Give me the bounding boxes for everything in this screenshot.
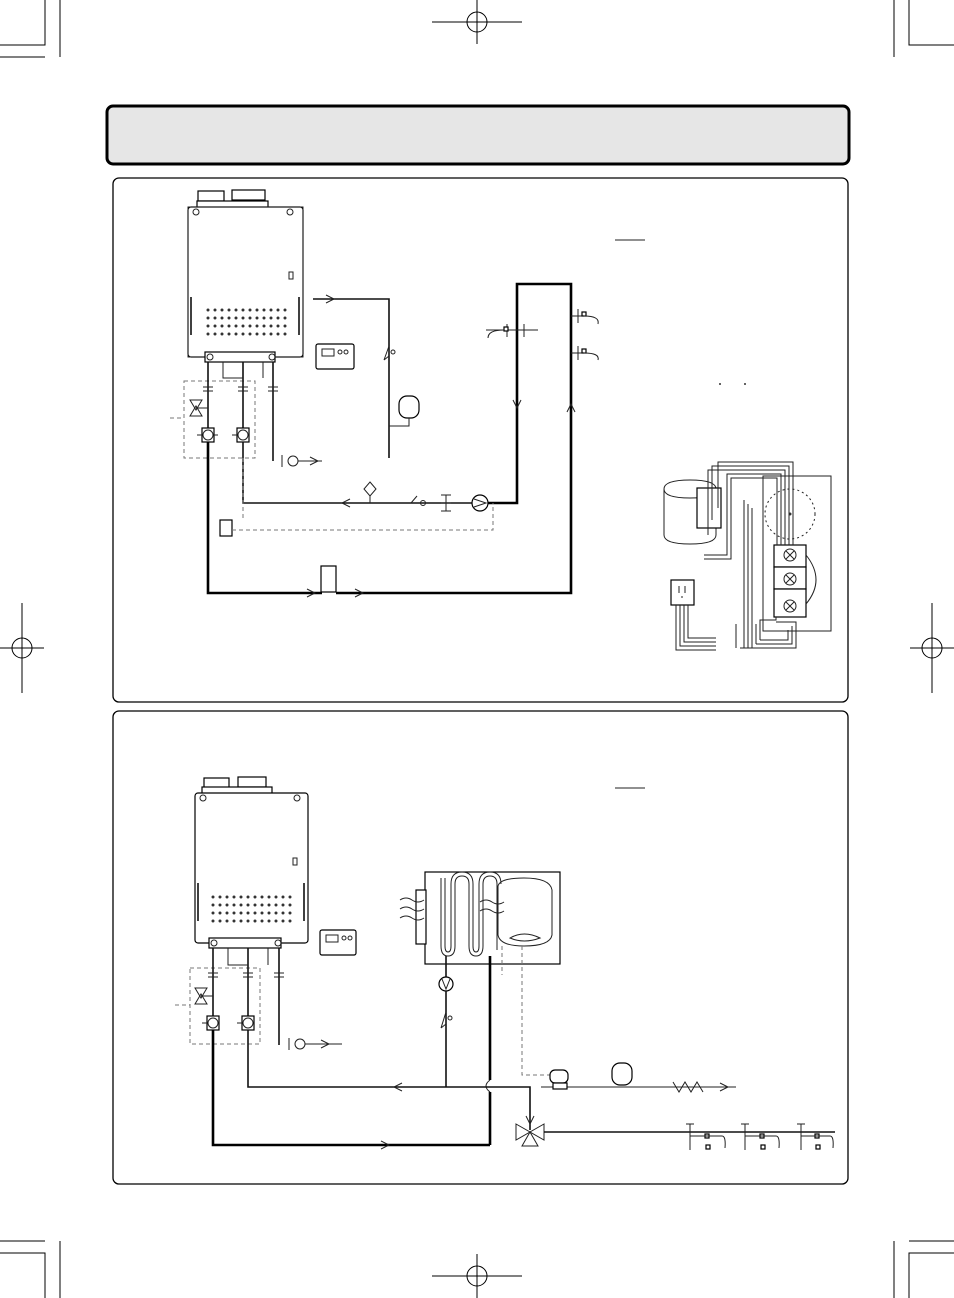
gas-cock-icon [278,1000,342,1050]
water-heater-icon [187,189,304,363]
gas-cock-icon [272,420,322,467]
diagram-2 [175,776,835,1150]
pump-icon [471,494,489,512]
diagram-1 [170,189,832,651]
service-valve-group [183,380,256,459]
title-bar [105,104,851,166]
fixture-tap-icon [686,1123,834,1150]
isolation-valve-icon [202,1015,255,1031]
relief-valve-icon [194,987,213,1005]
isolation-valve-icon [197,427,250,443]
wiring-detail [663,461,832,651]
remote-controller-icon [315,343,355,370]
service-valve-group [189,967,261,1045]
registration-mark-icon [910,603,954,693]
registration-mark-icon [432,0,522,44]
radiator-icon [399,871,561,965]
sensor-box [219,519,233,537]
water-heater-icon [194,776,309,949]
fixture-tap-icon [486,309,599,361]
relief-valve-icon [189,399,208,417]
registration-mark-icon [0,603,44,693]
remote-controller-icon [319,929,357,956]
expansion-tank-icon [389,395,420,427]
outlet-icon [670,579,695,606]
pump-icon [438,976,454,992]
mixing-sensor [549,1069,569,1084]
registration-mark-icon [432,1254,522,1298]
expansion-tank-icon [611,1062,633,1086]
backflow-preventer [320,565,337,593]
